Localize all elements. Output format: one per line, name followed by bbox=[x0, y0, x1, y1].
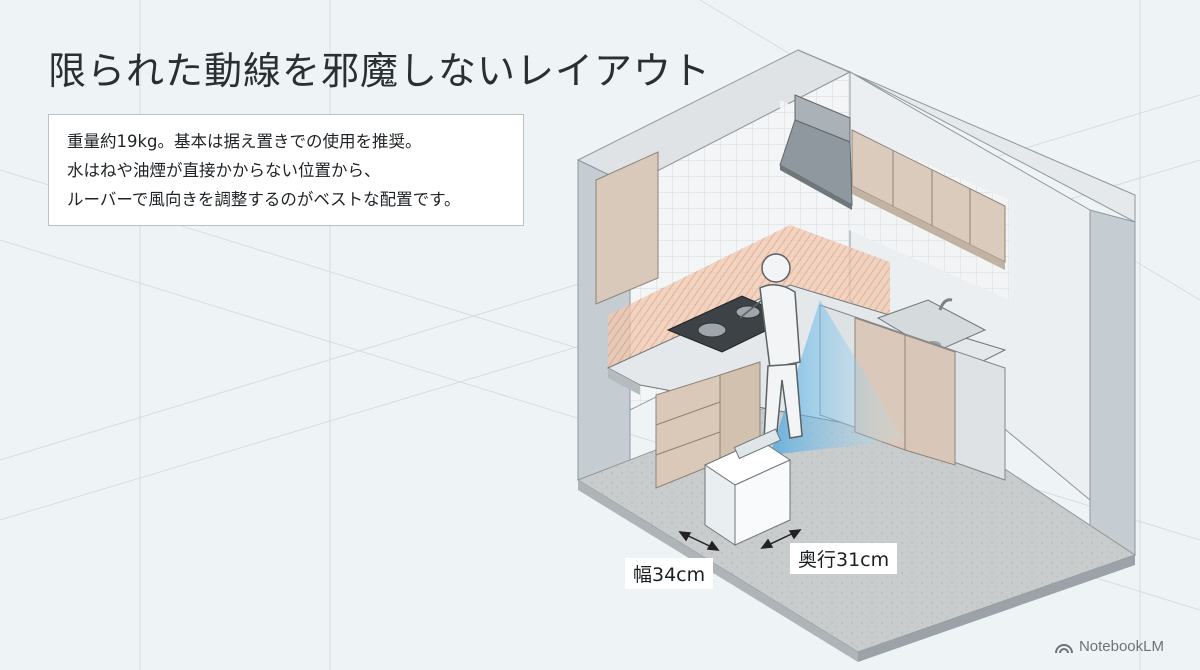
depth-label: 奥行31cm bbox=[790, 543, 898, 574]
width-label: 幅34cm bbox=[625, 558, 714, 589]
description-box: 重量約19kg。基本は据え置きでの使用を推奨。 水はねや油煙が直接かからない位置… bbox=[48, 114, 524, 226]
width-dimension-line bbox=[678, 531, 720, 551]
notebooklm-logo-icon bbox=[1054, 643, 1073, 653]
description-line: 重量約19kg。基本は据え置きでの使用を推奨。 bbox=[67, 132, 422, 151]
brand-footer: NotebookLM bbox=[1054, 638, 1164, 655]
brand-label: NotebookLM bbox=[1078, 638, 1164, 655]
airflow-beam bbox=[770, 300, 905, 455]
person-cooking bbox=[739, 253, 803, 443]
description-line: 水はねや油煙が直接かからない位置から、 bbox=[67, 161, 381, 180]
gas-stove bbox=[666, 295, 794, 353]
depth-dimension-line bbox=[760, 529, 802, 549]
description-line: ルーバーで風向きを調整するのがベストな配置です。 bbox=[67, 190, 461, 209]
dehumidifier-unit bbox=[703, 428, 792, 546]
page-title: 限られた動線を邪魔しないレイアウト bbox=[48, 49, 712, 93]
upper-cabinets bbox=[595, 129, 1006, 305]
lower-cabinets bbox=[655, 304, 1006, 489]
range-hood bbox=[779, 94, 853, 210]
